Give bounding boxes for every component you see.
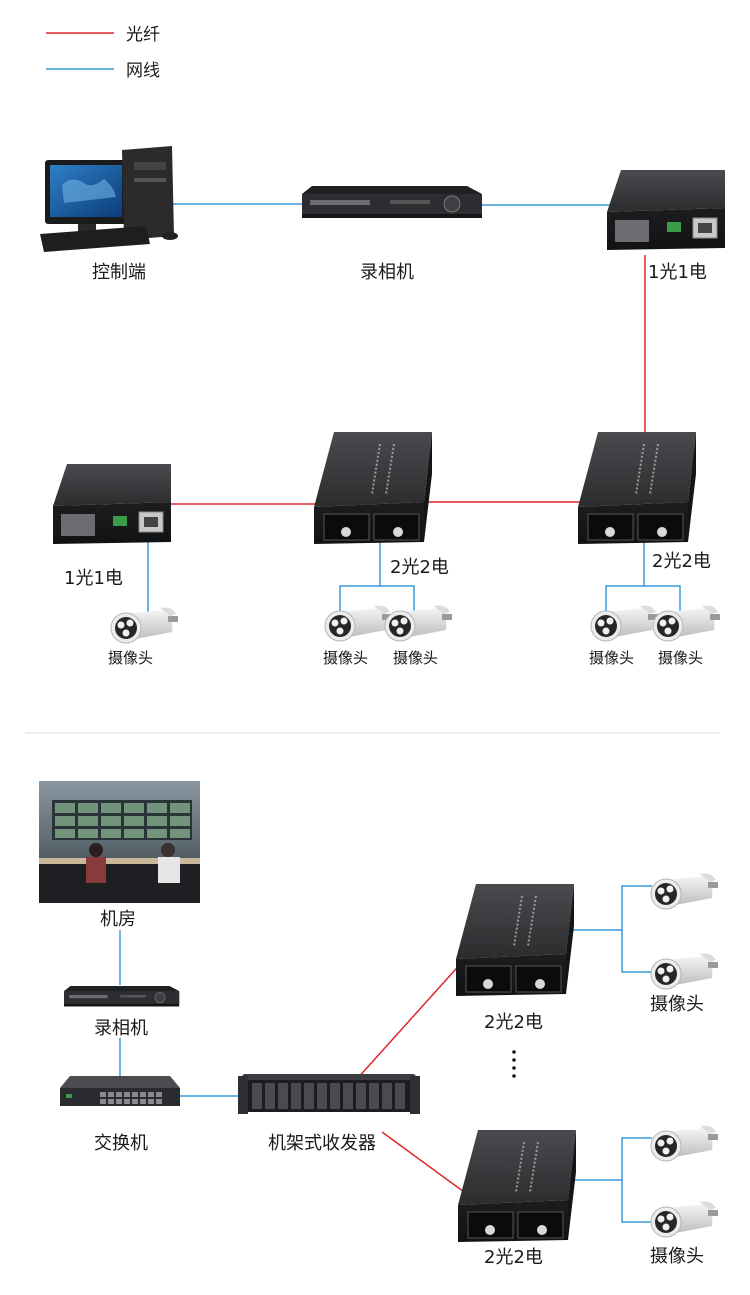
room-label: 机房 — [100, 909, 136, 930]
control-label: 控制端 — [92, 262, 146, 283]
rack-label: 机架式收发器 — [268, 1133, 376, 1154]
converter-left-label: 1光1电 — [64, 568, 123, 589]
legend: 光纤 网线 — [46, 25, 160, 81]
converter-top-right — [606, 169, 726, 251]
recorder-bottom-label: 录相机 — [94, 1018, 148, 1039]
converter-middle-label: 2光2电 — [390, 557, 449, 578]
rack-transceiver — [238, 1074, 420, 1114]
converter-right — [577, 431, 697, 545]
control-pc — [40, 146, 178, 252]
camera-9 — [650, 1201, 719, 1238]
camera-6 — [650, 873, 719, 910]
cable-top-cameras-b — [621, 930, 652, 973]
camera-1-label: 摄像头 — [108, 649, 153, 667]
camera-bottom-label: 摄像头 — [650, 1246, 704, 1267]
switch-label: 交换机 — [94, 1133, 148, 1154]
legend-cable-label: 网线 — [126, 61, 160, 81]
cable-mid-cameras — [339, 540, 381, 612]
control-room-photo — [39, 781, 200, 903]
converter-middle — [313, 431, 433, 545]
top-section: 控制端 录相机 1光1电 1光1电 2光2电 2光2电 摄像头 摄像头 摄像头 … — [40, 146, 726, 667]
converter-right-label: 2光2电 — [652, 551, 711, 572]
camera-5-label: 摄像头 — [658, 649, 703, 667]
cable-mid-cameras-b — [380, 585, 415, 612]
camera-8 — [650, 1125, 719, 1162]
cable-right-cameras — [605, 540, 645, 612]
camera-2 — [324, 605, 393, 642]
cable-top-cameras — [548, 885, 652, 931]
camera-3 — [384, 605, 453, 642]
converter-bottom-bottom — [457, 1129, 577, 1243]
converter-bottom-top — [455, 883, 575, 997]
converter-bottom-bottom-label: 2光2电 — [484, 1247, 543, 1268]
camera-4 — [590, 605, 659, 642]
fiber-rack-top — [355, 959, 465, 1081]
converter-top-right-label: 1光1电 — [648, 262, 707, 283]
recorder-bottom — [63, 985, 180, 1007]
camera-top-label: 摄像头 — [650, 994, 704, 1015]
legend-fiber-label: 光纤 — [126, 25, 160, 45]
ellipsis-dots — [512, 1050, 516, 1078]
bottom-section: 机房 录相机 交换机 机架式收发器 — [39, 781, 719, 1268]
camera-2-label: 摄像头 — [323, 649, 368, 667]
camera-5 — [652, 605, 721, 642]
recorder-device — [301, 185, 483, 219]
cable-bottom-cameras — [548, 1137, 652, 1181]
recorder-label: 录相机 — [360, 262, 414, 283]
converter-left — [52, 463, 172, 545]
camera-3-label: 摄像头 — [393, 649, 438, 667]
cable-bottom-cameras-b — [621, 1180, 652, 1223]
converter-bottom-top-label: 2光2电 — [484, 1012, 543, 1033]
switch-device — [60, 1076, 180, 1106]
camera-4-label: 摄像头 — [589, 649, 634, 667]
camera-7 — [650, 953, 719, 990]
camera-1 — [110, 607, 179, 644]
cable-right-cameras-b — [644, 585, 681, 612]
